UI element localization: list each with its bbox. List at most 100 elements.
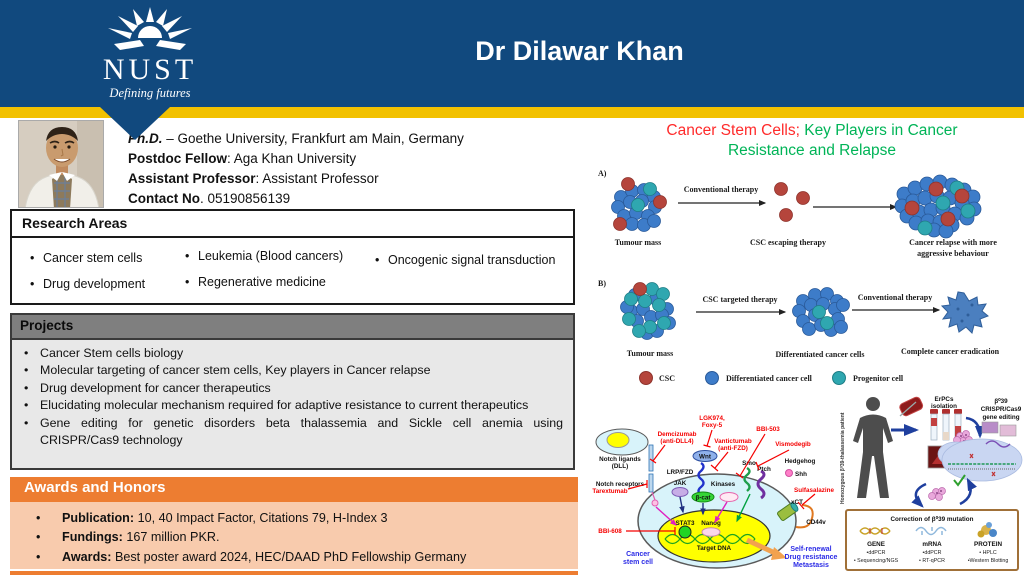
- bullet: •: [36, 530, 41, 545]
- cd44v-loop: [795, 504, 814, 529]
- microscopy-photos: [981, 421, 1017, 437]
- panel-a-label: A): [598, 169, 607, 178]
- projects-title: Projects: [12, 315, 573, 340]
- mrna-icon: [915, 526, 947, 536]
- gold-stripe: [0, 107, 1024, 118]
- svg-text:CD44v: CD44v: [806, 519, 826, 526]
- legend-label: Progenitor cell: [853, 374, 904, 383]
- svg-text:•Western Blotting: •Western Blotting: [968, 558, 1009, 564]
- svg-text:Wnt: Wnt: [699, 454, 712, 461]
- svg-text:Ptch: Ptch: [757, 466, 771, 473]
- svg-text:β-cat: β-cat: [695, 495, 711, 502]
- nust-sunburst-icon: [108, 7, 192, 50]
- awards-bottom-stripe: [10, 571, 578, 575]
- escaping-csc-cells: [774, 182, 810, 222]
- panel-b-label: B): [598, 279, 606, 288]
- legend-label: Differentiated cancer cell: [726, 374, 813, 383]
- patient-silhouette: [853, 397, 893, 498]
- research-area-item: •Oncogenic signal transduction: [375, 253, 556, 267]
- svg-text:Smo: Smo: [742, 460, 756, 467]
- cycle-arrow: [911, 482, 927, 508]
- csc-legend-swatch: [639, 371, 653, 385]
- dna-icon: [859, 527, 891, 535]
- outcome-arrow: [771, 547, 787, 560]
- svg-text:•ddPCR: •ddPCR: [923, 550, 942, 556]
- svg-text:Sulfasalazine: Sulfasalazine: [794, 487, 834, 494]
- svg-text:• RT-qPCR: • RT-qPCR: [919, 558, 945, 564]
- svg-text:• HPLC: • HPLC: [979, 550, 997, 556]
- svg-text:• Sequencing/NGS: • Sequencing/NGS: [854, 558, 899, 564]
- svg-text:Cancer: Cancer: [626, 551, 650, 558]
- blood-sample-icon: [899, 396, 924, 417]
- bullet: •: [375, 253, 380, 267]
- svg-text:Notch receptors: Notch receptors: [596, 481, 645, 488]
- profile-line: Postdoc Fellow: Aga Khan University: [128, 151, 357, 166]
- arrow-label: Conventional therapy: [684, 185, 758, 194]
- progenitor-legend-swatch: [832, 371, 846, 385]
- figure-title: Cancer Stem Cells; Key Players in Cancer…: [666, 122, 958, 159]
- logo-chevron: [100, 107, 170, 140]
- csc-panels-figure: A) Tumour mass Conventional therapy CSC …: [598, 169, 1000, 385]
- differentiated-cluster: [792, 287, 850, 337]
- bullet: •: [30, 277, 35, 291]
- bullet: •: [24, 398, 29, 413]
- svg-text:Tarextumab: Tarextumab: [592, 488, 627, 495]
- research-area-item: •Drug development: [30, 277, 146, 291]
- research-areas-title: Research Areas: [12, 211, 573, 238]
- csc-signalling-pathway-figure: Target DNA Notch ligands (DLL) Wnt LRP/F…: [592, 415, 838, 569]
- svg-text:mRNA: mRNA: [922, 541, 942, 548]
- correction-box: Correction of β⁰39 mutation GENE •ddPCR …: [845, 509, 1019, 571]
- erpcs-label: ErPCs: [935, 396, 954, 403]
- caption: aggressive behaviour: [917, 249, 989, 258]
- award-item: •Awards: Best poster award 2024, HEC/DAA…: [10, 548, 578, 567]
- page-title: Dr Dilawar Khan: [475, 36, 684, 66]
- target-dna-label: Target DNA: [697, 545, 732, 552]
- jak-molecule: [671, 487, 689, 497]
- caption: Cancer relapse with more: [909, 238, 997, 247]
- svg-text:Vismodegib: Vismodegib: [775, 441, 811, 448]
- svg-text:gene editing: gene editing: [982, 414, 1019, 421]
- projects-box: Projects •Cancer Stem cells biology •Mol…: [10, 313, 575, 470]
- ptch-receptor: [756, 469, 766, 500]
- lrp-fzd-receptor: [697, 461, 705, 496]
- caption: CSC escaping therapy: [750, 238, 826, 247]
- profile-line: Ph.D. – Goethe University, Frankfurt am …: [128, 131, 464, 146]
- svg-text:CRISPR/Cas9: CRISPR/Cas9: [981, 406, 1022, 413]
- nust-logo: NUST Defining futures: [85, 6, 215, 100]
- project-item: •Molecular targeting of cancer stem cell…: [20, 362, 563, 379]
- research-area-item: •Cancer stem cells: [30, 251, 143, 265]
- svg-text:(DLL): (DLL): [612, 463, 628, 470]
- project-item: •Elucidating molecular mechanism require…: [20, 397, 563, 414]
- bcat-molecule: [691, 491, 715, 503]
- cas9-complex-blob: [937, 438, 1023, 482]
- svg-text:JAK: JAK: [674, 480, 687, 487]
- svg-text:Nanog: Nanog: [701, 520, 721, 527]
- svg-text:Vantictumab: Vantictumab: [714, 438, 752, 445]
- svg-text:Hedgehog: Hedgehog: [785, 458, 816, 465]
- sgrna-squiggle: [985, 440, 1011, 448]
- arrow-label: Conventional therapy: [858, 293, 932, 302]
- project-item: •Gene editing for genetic disorders beta…: [24, 415, 563, 448]
- eradicated-cancer-blob: [940, 291, 989, 334]
- svg-text:LRP/FZD: LRP/FZD: [667, 469, 694, 476]
- svg-text:GENE: GENE: [867, 541, 885, 548]
- bullet: •: [24, 415, 29, 430]
- cas9-scissors-icon: [991, 471, 996, 477]
- shh-ligand: [785, 469, 793, 477]
- relapse-cluster: [894, 174, 982, 239]
- svg-text:Shh: Shh: [795, 471, 807, 478]
- svg-text:Notch ligands: Notch ligands: [599, 456, 641, 463]
- project-item: •Drug development for cancer therapeutic…: [20, 380, 563, 397]
- svg-text:xCT: xCT: [791, 499, 803, 506]
- svg-text:stem cell: stem cell: [623, 559, 653, 566]
- nanog-molecule: [701, 527, 721, 537]
- svg-text:Drug resistance: Drug resistance: [785, 554, 838, 561]
- svg-text:LGK974,: LGK974,: [699, 415, 725, 422]
- svg-text:Self-renewal: Self-renewal: [790, 546, 831, 553]
- edited-cells: [928, 487, 946, 501]
- bullet: •: [185, 249, 190, 263]
- award-item: •Publication: 10, 40 Impact Factor, Cita…: [10, 509, 578, 528]
- correction-title: Correction of β⁰39 mutation: [891, 516, 974, 523]
- bullet: •: [30, 251, 35, 265]
- bullet: •: [24, 363, 29, 378]
